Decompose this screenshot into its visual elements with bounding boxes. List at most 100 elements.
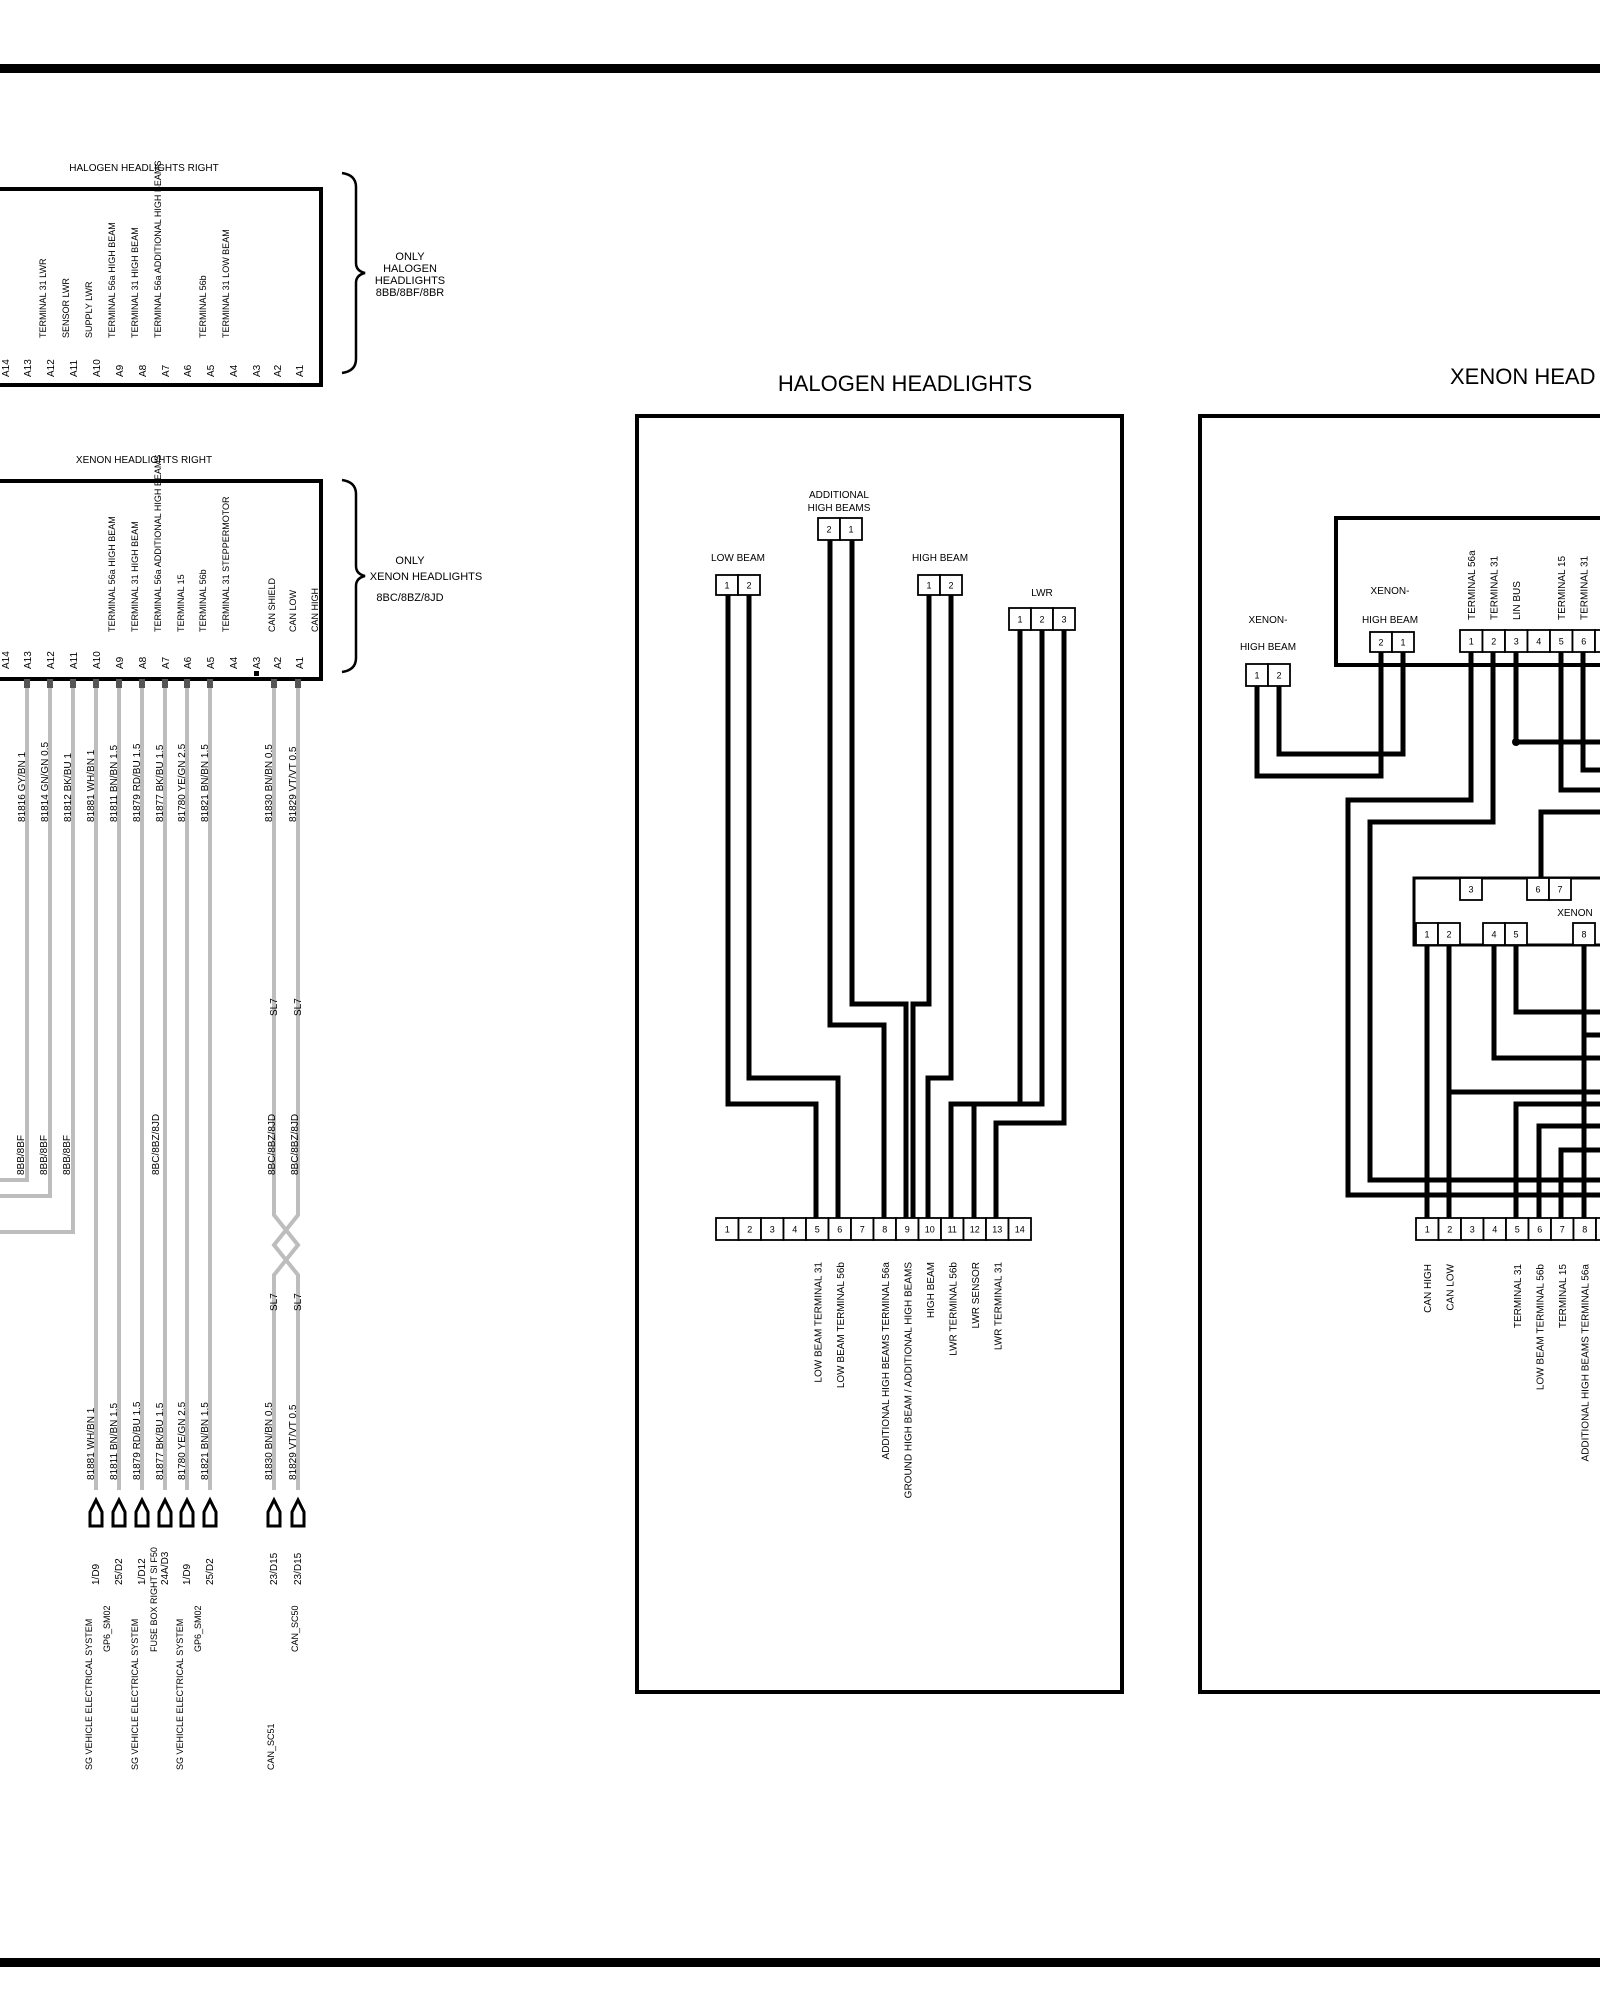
xenon-high-beam-label: HIGH BEAM bbox=[1240, 642, 1296, 653]
wire-terminal bbox=[111, 1496, 127, 1528]
xenon-bottom-pin-number: 2 bbox=[1447, 1225, 1452, 1235]
xenon-pin-id: A1 bbox=[295, 656, 306, 669]
halogen-pin-id: A8 bbox=[138, 364, 149, 377]
option-code: 8BB/8BF bbox=[62, 1135, 73, 1175]
xenon-bottom-pin-number: 1 bbox=[1425, 1225, 1430, 1235]
xenon-pin-id: A11 bbox=[69, 652, 80, 669]
halogen-bottom-label: GROUND HIGH BEAM / ADDITIONAL HIGH BEAMS bbox=[903, 1262, 914, 1499]
ballast-pin-number: 7 bbox=[1557, 885, 1562, 895]
xenon-bottom-pin-number: 7 bbox=[1560, 1225, 1565, 1235]
ballast-pin-number: 3 bbox=[1468, 885, 1473, 895]
wire-label-lower: 81877 BK/BU 1.5 bbox=[155, 1402, 166, 1480]
xenon-pin-id: A2 bbox=[273, 656, 284, 669]
option-code: 8BB/8BF bbox=[16, 1135, 27, 1175]
destination-code: 24A/D3 bbox=[160, 1551, 171, 1585]
option-code: 8BC/8BZ/8JD bbox=[151, 1114, 162, 1175]
wire-label-upper: 81811 BN/BN 1.5 bbox=[109, 744, 120, 822]
wire-label-upper: 81780 YE/GN 2.5 bbox=[177, 743, 188, 822]
halogen-pin-id: A13 bbox=[23, 359, 34, 377]
xenon-unit-label: TERMINAL 31 bbox=[1580, 555, 1591, 620]
option-code: 8BC/8BZ/8JD bbox=[290, 1114, 301, 1175]
halogen-pin-id: A2 bbox=[273, 364, 284, 377]
xenon-pin-id: A14 bbox=[1, 651, 12, 669]
halogen-pin-id: A12 bbox=[46, 359, 57, 377]
xenon-unit-label: LIN BUS bbox=[1512, 581, 1523, 620]
xenon-wire bbox=[1558, 1147, 1600, 1220]
xenon-bottom-pin-number: 4 bbox=[1492, 1225, 1497, 1235]
halogen-pin-id: A10 bbox=[92, 359, 103, 377]
halogen-bottom-pin-number: 2 bbox=[747, 1225, 752, 1235]
additional-pin bbox=[839, 517, 863, 541]
xenon-pin-id: A4 bbox=[229, 656, 240, 669]
xenon-wire bbox=[1513, 1101, 1600, 1220]
xenon-panel-frame bbox=[1198, 414, 1600, 1694]
xenon-unit-pin-number: 2 bbox=[1491, 637, 1496, 647]
wire-stub bbox=[47, 679, 53, 688]
xenon-pin-id: A3 bbox=[252, 656, 263, 669]
halogen-pin-id: A11 bbox=[69, 360, 80, 377]
xenon-unit-pin-number: 3 bbox=[1514, 637, 1519, 647]
xenon-right-box bbox=[0, 479, 323, 681]
additional-label: HIGH BEAMS bbox=[808, 503, 871, 514]
additional-label: ADDITIONAL bbox=[809, 490, 869, 501]
halogen-pin-label: TERMINAL 31 HIGH BEAM bbox=[130, 227, 140, 338]
high-beam-pin bbox=[939, 574, 963, 596]
halogen-pin-label: SENSOR LWR bbox=[61, 278, 71, 338]
wire-terminal bbox=[179, 1496, 195, 1528]
high-beam-label: HIGH BEAM bbox=[912, 553, 968, 564]
wire-terminal bbox=[88, 1496, 104, 1528]
halogen-bottom-pin-number: 13 bbox=[992, 1225, 1002, 1235]
halogen-bottom-pin-number: 6 bbox=[837, 1225, 842, 1235]
destination-code: 1/D9 bbox=[182, 1563, 193, 1585]
xenon-pin-id: A6 bbox=[183, 656, 194, 669]
wire-stub bbox=[295, 679, 301, 688]
halogen-pin-id: A9 bbox=[115, 364, 126, 377]
destination-code: 1/D9 bbox=[91, 1563, 102, 1585]
halogen-right-box bbox=[0, 187, 323, 387]
halogen-pin-id: A3 bbox=[252, 364, 263, 377]
xenon-pin-label: TERMINAL 31 STEPPERMOTOR bbox=[221, 496, 231, 632]
xenon-control-unit bbox=[1334, 516, 1600, 667]
high-beam-pin-number: 1 bbox=[926, 581, 931, 591]
ballast-pin-number: 1 bbox=[1424, 930, 1429, 940]
halogen-pin-id: A14 bbox=[1, 359, 12, 377]
xenon-bottom-label: TERMINAL 15 bbox=[1558, 1264, 1569, 1329]
additional-wire-1 bbox=[827, 540, 887, 1218]
halogen-panel-title: HALOGEN HEADLIGHTS bbox=[778, 371, 1032, 396]
xenon-wire bbox=[1345, 652, 1600, 1198]
xenon-unit-pin-number: 5 bbox=[1559, 637, 1564, 647]
halogen-bottom-label: LOW BEAM TERMINAL 56b bbox=[836, 1262, 847, 1389]
halogen-bottom-label: LWR TERMINAL 31 bbox=[993, 1262, 1004, 1351]
xenon-brace bbox=[341, 478, 366, 674]
xenon-wire bbox=[1513, 945, 1600, 1015]
destination-name: CAN_SC50 bbox=[290, 1605, 300, 1652]
xenon-bottom-pin bbox=[1595, 1217, 1600, 1241]
halogen-bottom-pin bbox=[1007, 1217, 1032, 1241]
lwr-label: LWR bbox=[1031, 588, 1052, 599]
wire-label-lower: 81830 BN/BN 0.5 bbox=[264, 1402, 275, 1480]
xenon-pin-id: A8 bbox=[138, 656, 149, 669]
wire-terminal bbox=[202, 1496, 218, 1528]
xenon-pin-label: CAN HIGH bbox=[310, 588, 320, 632]
halogen-bottom-pin-number: 10 bbox=[925, 1225, 935, 1235]
xenon-bottom-label: CAN HIGH bbox=[1423, 1264, 1434, 1313]
junction-dot bbox=[1512, 738, 1520, 746]
xenon-pin-id: A5 bbox=[206, 656, 217, 669]
xenon-bottom-pin-number: 8 bbox=[1582, 1225, 1587, 1235]
xenon-pin-id: A7 bbox=[161, 656, 172, 669]
destination-code: 1/D12 bbox=[137, 1558, 148, 1585]
lwr-pin-number: 3 bbox=[1061, 615, 1066, 625]
halogen-pin-label: TERMINAL 56a HIGH BEAM bbox=[107, 222, 117, 338]
lwr-wire-3 bbox=[993, 630, 1067, 1218]
additional-pin-number: 2 bbox=[826, 525, 831, 535]
xenon-pin-id: A12 bbox=[46, 651, 57, 669]
splice-label: SL7 bbox=[269, 998, 280, 1016]
xenon-wire bbox=[1558, 652, 1600, 793]
xenon-bottom-pin-number: 6 bbox=[1537, 1225, 1542, 1235]
ballast-pin bbox=[1548, 877, 1572, 901]
wire-label-upper: 81812 BK/BU 1 bbox=[63, 753, 74, 822]
halogen-bottom-pin-number: 12 bbox=[970, 1225, 980, 1235]
